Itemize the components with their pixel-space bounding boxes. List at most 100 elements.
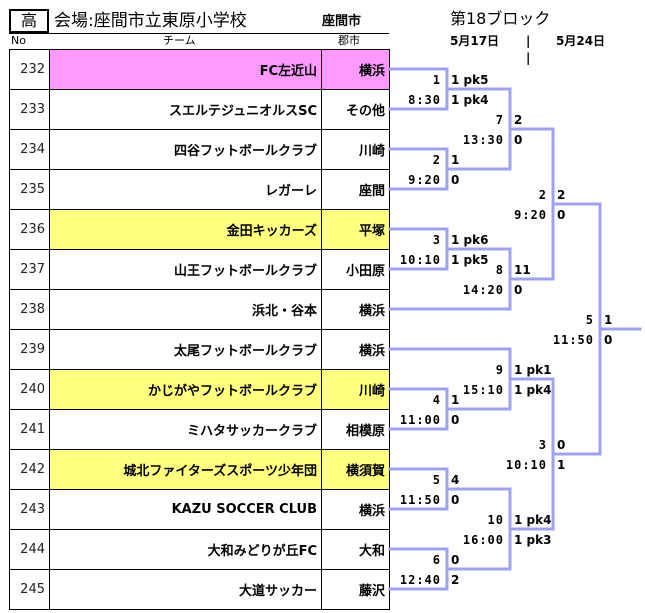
bracket-line	[388, 347, 512, 411]
match-time: 13:30	[462, 133, 504, 147]
team-name: ミハタサッカークラブ	[49, 409, 322, 450]
venue-title: 会場:座間市立東原小学校	[54, 11, 247, 31]
match-time: 9:20	[408, 173, 441, 187]
match-time: 11:50	[399, 493, 441, 507]
match-time: 10:10	[399, 253, 441, 267]
team-name: 大和みどりが丘FC	[49, 529, 322, 570]
match-number: 5	[432, 473, 441, 487]
match-time: 9:20	[514, 208, 547, 222]
venue-city: 座間市	[322, 14, 362, 29]
score-top: 0	[451, 553, 460, 567]
match-number: 3	[538, 438, 547, 452]
team-number: 236	[9, 209, 50, 250]
match-number: 1	[432, 73, 441, 87]
score-bottom: 0	[557, 208, 566, 222]
score-top: 0	[557, 438, 566, 452]
team-city: 座間	[321, 169, 390, 210]
match-time: 15:10	[462, 383, 504, 397]
match-number: 2	[538, 188, 547, 202]
block-title: 第18ブロック	[450, 9, 551, 28]
grade-label: 高	[9, 9, 49, 33]
column-header-team: チーム	[163, 34, 196, 47]
match-time: 11:00	[399, 413, 441, 427]
bracket-line	[508, 127, 555, 281]
match-number: 9	[495, 363, 504, 377]
team-city: 相模原	[321, 409, 390, 450]
team-city: 川崎	[321, 129, 390, 170]
match-time: 11:50	[552, 333, 594, 347]
score-bottom: 0	[451, 413, 460, 427]
score-bottom: 0	[514, 283, 523, 297]
team-name: 四谷フットボールクラブ	[49, 129, 322, 170]
score-top: 1	[604, 313, 613, 327]
match-time: 8:30	[408, 93, 441, 107]
team-number: 241	[9, 409, 50, 450]
team-name: スエルテジュニオルスSC	[49, 89, 322, 130]
score-top: 1	[451, 393, 460, 407]
team-name: 山王フットボールクラブ	[49, 249, 322, 290]
team-city: 平塚	[321, 209, 390, 250]
team-number: 244	[9, 529, 50, 570]
team-city: 横浜	[321, 49, 390, 90]
team-name: 金田キッカーズ	[49, 209, 322, 250]
team-number: 243	[9, 489, 50, 530]
date-round2: 5月24日	[556, 34, 606, 48]
team-number: 237	[9, 249, 50, 290]
team-number: 235	[9, 169, 50, 210]
score-bottom: 0	[604, 333, 613, 347]
team-name: 城北ファイターズスポーツ少年団	[49, 449, 322, 490]
match-number: 6	[432, 553, 441, 567]
score-top: 1 pk5	[451, 73, 489, 87]
score-bottom: 0	[514, 133, 523, 147]
team-name: かじがやフットボールクラブ	[49, 369, 322, 410]
score-bottom: 0	[451, 173, 460, 187]
match-number: 4	[432, 393, 441, 407]
score-top: 4	[451, 473, 460, 487]
team-city: 小田原	[321, 249, 390, 290]
score-bottom: 1 pk5	[451, 253, 489, 267]
date-separator: |	[526, 34, 531, 48]
column-header-no: No	[11, 34, 26, 47]
match-time: 16:00	[462, 533, 504, 547]
score-bottom: 0	[451, 493, 460, 507]
score-top: 1 pk6	[451, 233, 489, 247]
score-bottom: 1 pk4	[514, 383, 552, 397]
match-time: 10:10	[505, 458, 547, 472]
date-round1: 5月17日	[450, 34, 500, 48]
team-name: FC左近山	[49, 49, 322, 90]
match-time: 14:20	[462, 283, 504, 297]
match-number: 2	[432, 153, 441, 167]
score-top: 2	[514, 113, 523, 127]
date-separator: |	[526, 51, 531, 65]
team-city: その他	[321, 89, 390, 130]
column-header-city: 郡市	[338, 34, 360, 47]
score-bottom: 1	[557, 458, 566, 472]
match-time: 12:40	[399, 573, 441, 587]
team-name: 浜北・谷本	[49, 289, 322, 330]
bracket-line	[551, 202, 602, 456]
match-number: 10	[487, 513, 504, 527]
score-top: 1	[451, 153, 460, 167]
match-number: 8	[495, 263, 504, 277]
score-top: 2	[557, 188, 566, 202]
score-bottom: 1 pk3	[514, 533, 552, 547]
team-number: 245	[9, 569, 50, 610]
score-top: 1 pk1	[514, 363, 552, 377]
team-city: 川崎	[321, 369, 390, 410]
team-city: 横浜	[321, 289, 390, 330]
score-top: 1 pk4	[514, 513, 552, 527]
